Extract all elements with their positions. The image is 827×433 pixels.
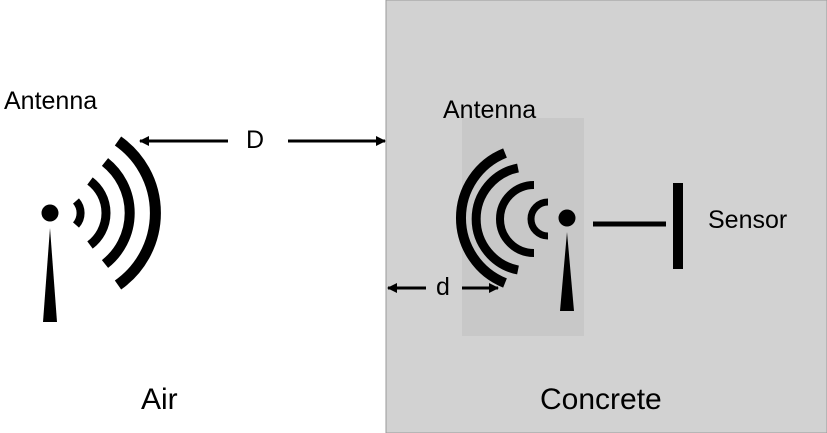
antenna-left-wave-3	[101, 158, 135, 268]
antenna-right-wave-2	[496, 181, 535, 257]
antenna-right-label: Antenna	[443, 96, 537, 124]
sensor-icon	[593, 183, 683, 269]
air-label: Air	[141, 383, 178, 416]
antenna-left-wave-4	[114, 136, 161, 290]
sensor-label: Sensor	[708, 206, 788, 234]
antenna-left-dot	[41, 204, 59, 222]
distance-d-label: d	[436, 273, 450, 301]
antenna-left-label: Antenna	[4, 87, 98, 115]
antenna-left-wave-2	[87, 177, 111, 249]
antenna-right-wave-1	[527, 198, 549, 240]
antenna-right-mast	[560, 232, 574, 311]
antenna-left-wave-1	[72, 198, 85, 228]
antenna-right-wave-3	[471, 163, 519, 275]
antenna-right-wave-4	[455, 148, 507, 288]
concrete-label: Concrete	[540, 383, 662, 416]
antenna-left-mast	[43, 228, 57, 322]
antenna-left-icon	[41, 136, 161, 322]
antenna-right-dot	[558, 209, 576, 227]
distance-D-label: D	[246, 126, 265, 154]
antenna-right-icon	[455, 148, 576, 311]
